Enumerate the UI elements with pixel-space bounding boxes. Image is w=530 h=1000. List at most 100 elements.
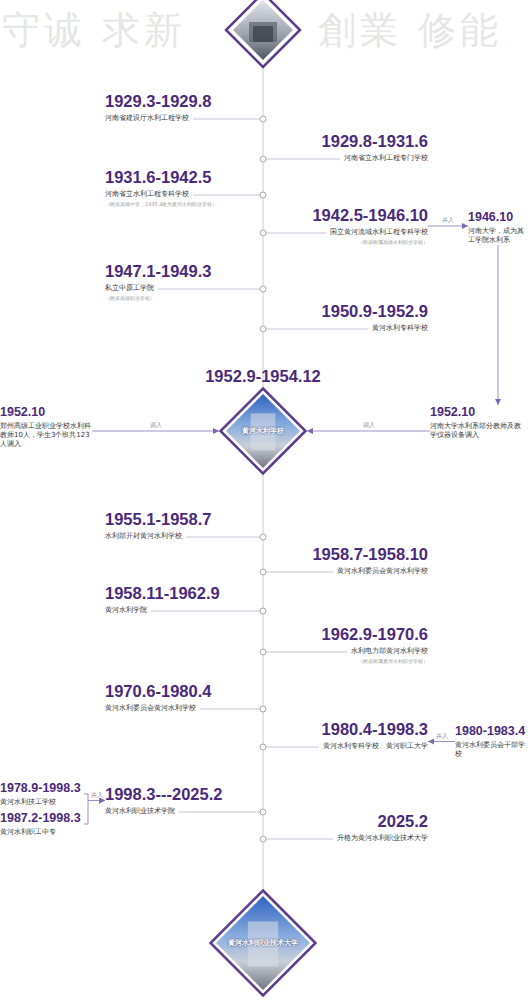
school-name: 黄河水利学院 bbox=[105, 606, 147, 615]
timeline-entry: 1952.10河南大学水利系部分教师及教学仪器设备调入 bbox=[430, 405, 526, 440]
timeline-entry: 1978.9-1998.3 黄河水利技工学校 bbox=[0, 781, 84, 807]
school-name: 黄河水利职业技术大学 bbox=[228, 939, 298, 948]
leader-line bbox=[266, 572, 333, 573]
school-name: 私立中原工学院 bbox=[105, 284, 154, 293]
leader-line bbox=[200, 709, 260, 710]
period-date: 1958.11-1962.9 bbox=[105, 584, 220, 603]
timeline-entry: 1980.4-1998.3 黄河水利专科学校、黄河职工大学 bbox=[268, 720, 428, 751]
timeline-entry: 1987.2-1998.3 黄河水利职工中专 bbox=[0, 811, 84, 837]
school-name: 水利电力部黄河水利学校 bbox=[351, 647, 428, 656]
period-date: 1952.10 bbox=[0, 405, 45, 420]
diamond-photo bbox=[226, 394, 300, 468]
school-name: 郑州高级工业职业学校水利科教师10人，学生3个班共123人调入 bbox=[0, 422, 92, 449]
edge-label: 并入 bbox=[442, 217, 454, 224]
edge-label: 调入 bbox=[150, 422, 162, 429]
timeline-dot bbox=[260, 534, 266, 540]
school-name: 黄河水利技工学校 bbox=[0, 798, 56, 807]
connector-arrow bbox=[428, 741, 455, 742]
timeline-dot bbox=[260, 836, 266, 842]
school-name: 黄河水利委员会干部学校 bbox=[455, 741, 527, 759]
school-note: （附设附属黄河水利职业学校） bbox=[358, 658, 428, 665]
school-name: 河南省立水利工程专科学校 bbox=[105, 190, 189, 199]
timeline-dot bbox=[260, 116, 266, 122]
connector-arrow bbox=[92, 431, 219, 432]
period-date: 1955.1-1958.7 bbox=[105, 510, 211, 529]
school-diamond: 黄河水利职业技术大学 bbox=[209, 888, 317, 997]
school-name: 黄河水利委员会黄河水利学校 bbox=[105, 704, 196, 713]
period-date: 1980-1983.4 bbox=[455, 724, 525, 739]
timeline-entry: 1980-1983.4 黄河水利委员会干部学校 bbox=[455, 724, 527, 759]
timeline-entry: 1970.6-1980.4 黄河水利委员会黄河水利学校 bbox=[105, 682, 255, 713]
timeline-entry: 1955.1-1958.7水利部开封黄河水利学校 bbox=[105, 510, 255, 541]
timeline-entry: 1946.10 河南大学，成为其工学院水利系 bbox=[468, 210, 528, 245]
leader-line bbox=[266, 233, 326, 234]
diamond-shape: 黄河水利职业技术大学 bbox=[209, 889, 317, 997]
connector-arrow bbox=[428, 226, 468, 227]
timeline-dot bbox=[260, 156, 266, 162]
timeline-entry: 1950.9-1952.9 黄河水利专科学校 bbox=[268, 302, 428, 333]
school-name: 河南大学，成为其工学院水利系 bbox=[468, 227, 528, 245]
leader-line bbox=[179, 812, 260, 813]
edge-label: 并入 bbox=[91, 792, 103, 799]
period-date: 1946.10 bbox=[468, 210, 513, 225]
school-name: 国立黄河流域水利工程专科学校 bbox=[330, 228, 428, 237]
leader-line bbox=[151, 611, 260, 612]
watermark-motto: 創業 修能 bbox=[318, 8, 502, 52]
timeline-dot bbox=[260, 649, 266, 655]
leader-line bbox=[266, 329, 368, 330]
school-name: 黄河水利专科学校、黄河职工大学 bbox=[323, 742, 428, 751]
school-name: 黄河水利职业技术学院 bbox=[105, 807, 175, 816]
school-note: （附设高级职业学校） bbox=[105, 295, 155, 302]
period-date: 1947.1-1949.3 bbox=[105, 262, 211, 281]
timeline-entry: 1942.5-1946.10 国立黄河流域水利工程专科学校 （附设附属高级水利职业学… bbox=[248, 206, 428, 246]
school-name: 黄河水利职工中专 bbox=[0, 828, 56, 837]
school-name: 黄河水利专科学校 bbox=[372, 324, 428, 333]
top-diamond-photo bbox=[233, 0, 293, 60]
school-name: 河南省立水利工程专门学校 bbox=[344, 154, 428, 163]
school-name: 黄河水利委员会黄河水利学校 bbox=[337, 567, 428, 576]
school-note: （附设高级中学，1935.4改为黄河水利职业学校） bbox=[105, 201, 218, 208]
period-date: 1942.5-1946.10 bbox=[312, 206, 428, 225]
period-date: 1929.3-1929.8 bbox=[105, 92, 211, 111]
timeline-dot bbox=[260, 192, 266, 198]
connector-arrow bbox=[84, 801, 105, 825]
period-date: 1958.7-1958.10 bbox=[312, 545, 428, 564]
period-date: 1978.9-1998.3 bbox=[0, 781, 81, 796]
leader-line bbox=[266, 159, 340, 160]
school-note: （附设附属高级水利职业学校） bbox=[358, 239, 428, 246]
period-date: 1950.9-1952.9 bbox=[322, 302, 428, 321]
period-date: 1980.4-1998.3 bbox=[322, 720, 428, 739]
leader-line bbox=[193, 195, 260, 196]
school-diamond: 1952.9-1954.12黄河水利学校 bbox=[200, 367, 326, 475]
timeline-entry: 1952.10 郑州高级工业职业学校水利科教师10人，学生3个班共123人调入 bbox=[0, 405, 92, 449]
period-date: 1970.6-1980.4 bbox=[105, 682, 211, 701]
timeline-dot bbox=[260, 230, 266, 236]
connector-arrow bbox=[498, 245, 499, 405]
timeline-entry: 1929.3-1929.8河南省建设厅水利工程学校 bbox=[105, 92, 255, 123]
diamond-frame bbox=[221, 389, 306, 474]
diamond-shape: 黄河水利学校 bbox=[219, 387, 307, 475]
leader-line bbox=[193, 119, 260, 120]
edge-label: 调入 bbox=[363, 422, 375, 429]
timeline-dot bbox=[260, 744, 266, 750]
timeline-entry: 1958.7-1958.10 黄河水利委员会黄河水利学校 bbox=[268, 545, 428, 576]
period-date: 1987.2-1998.3 bbox=[0, 811, 81, 826]
timeline-entry: 2025.2升格为黄河水利职业技术大学 bbox=[268, 812, 428, 843]
period-date: 1929.8-1931.6 bbox=[322, 132, 428, 151]
timeline-axis bbox=[263, 64, 264, 890]
timeline-entry: 1962.9-1970.6 水利电力部黄河水利学校 （附设附属黄河水利职业学校） bbox=[268, 625, 428, 665]
period-date: 1931.6-1942.5 bbox=[105, 168, 211, 187]
period-date: 1962.9-1970.6 bbox=[322, 625, 428, 644]
period-date: 2025.2 bbox=[378, 812, 428, 831]
school-name: 黄河水利学校 bbox=[242, 427, 284, 436]
diamond-frame bbox=[211, 891, 316, 996]
gate-opening bbox=[253, 26, 273, 42]
timeline-dot bbox=[260, 326, 266, 332]
leader-line bbox=[266, 652, 347, 653]
timeline-dot bbox=[260, 286, 266, 292]
